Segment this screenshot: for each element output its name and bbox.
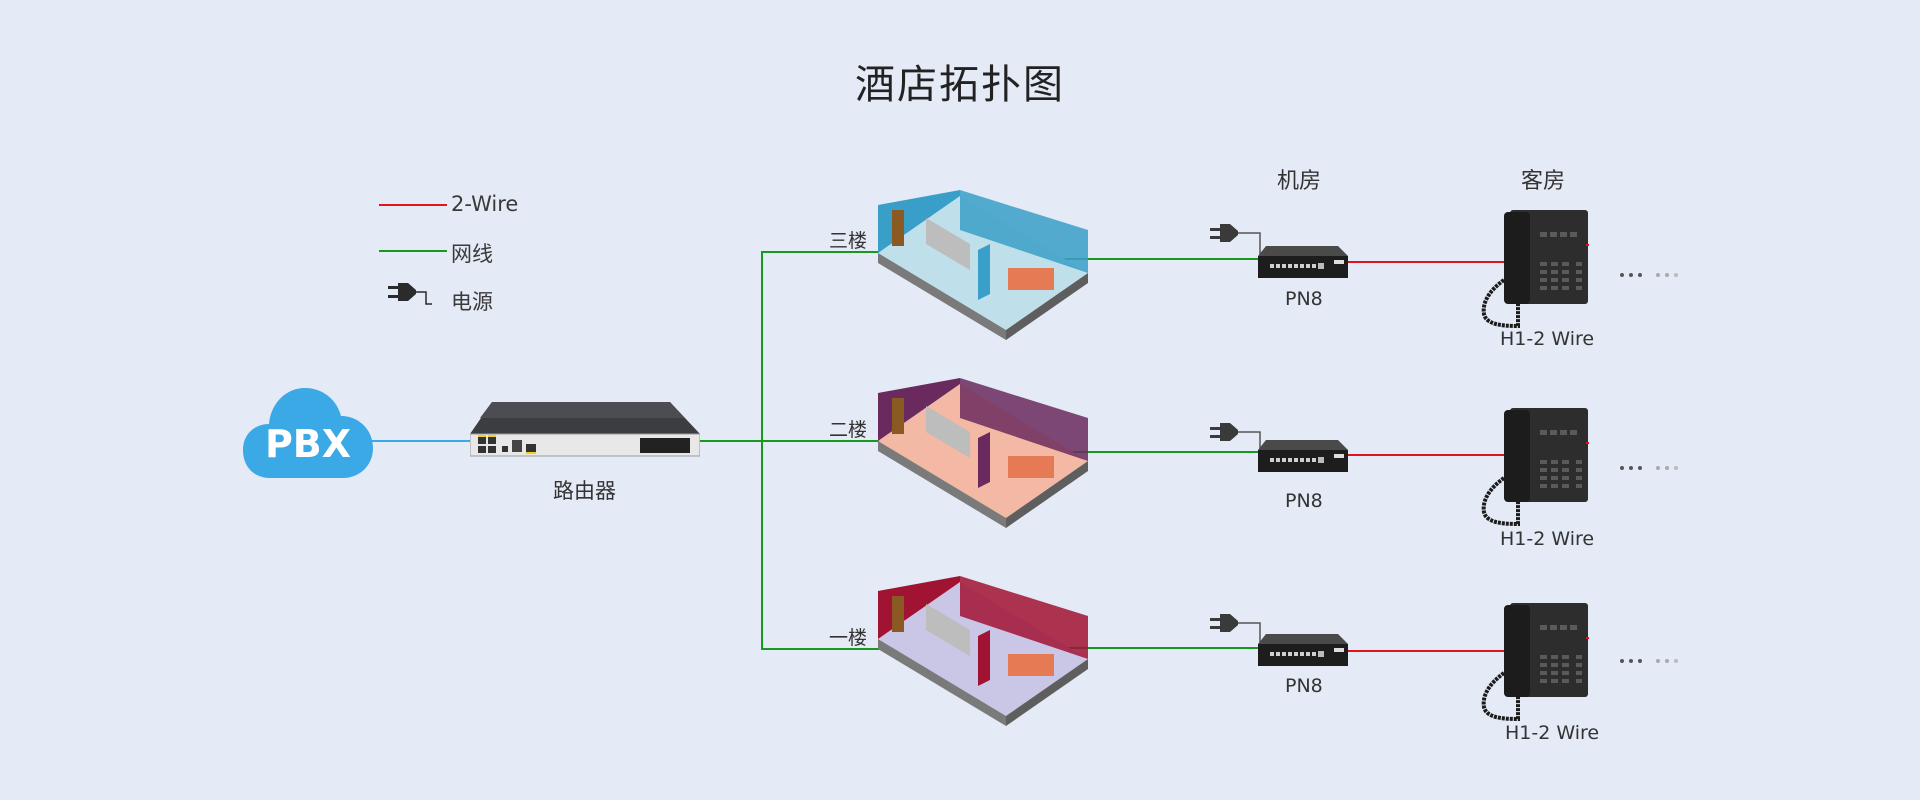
power-plug-icon <box>1210 612 1266 650</box>
router-icon <box>469 402 701 457</box>
pbx-label: PBX <box>264 422 352 466</box>
desk-phone-icon <box>1481 603 1589 722</box>
phone-label: H1-2 Wire <box>1505 722 1600 744</box>
floor-building[interactable] <box>878 378 1088 547</box>
h1-phone[interactable] <box>1480 408 1590 534</box>
more-ellipsis-icon <box>1620 262 1683 281</box>
legend-power-label: 电源 <box>451 290 493 314</box>
pn8-gateway[interactable] <box>1258 440 1348 478</box>
h1-phone[interactable] <box>1480 603 1590 729</box>
floor-label: 三楼 <box>829 230 868 252</box>
floor-building[interactable] <box>878 190 1088 359</box>
router-label: 路由器 <box>553 479 616 503</box>
router-device[interactable] <box>469 400 701 458</box>
gateway-label: PN8 <box>1285 490 1323 512</box>
server-room-heading: 机房 <box>1277 169 1322 194</box>
floor-building[interactable] <box>878 576 1088 745</box>
guest-room-heading: 客房 <box>1521 169 1566 194</box>
floor-label: 一楼 <box>829 627 868 649</box>
gateway-icon <box>1258 440 1348 472</box>
desk-phone-icon <box>1481 408 1589 527</box>
gateway-label: PN8 <box>1285 288 1323 310</box>
legend-two-wire-label: 2-Wire <box>451 192 519 216</box>
phone-label: H1-2 Wire <box>1500 328 1595 350</box>
power-plug-icon <box>1210 421 1266 459</box>
pn8-gateway[interactable] <box>1258 634 1348 672</box>
power-plug-icon <box>1210 222 1266 260</box>
legend-lan-label: 网线 <box>451 242 493 266</box>
more-ellipsis-icon <box>1620 455 1683 474</box>
pn8-gateway[interactable] <box>1258 246 1348 284</box>
cloud-icon <box>243 388 373 478</box>
h1-phone[interactable] <box>1480 210 1590 336</box>
power-plug-icon <box>388 280 438 312</box>
pbx-cloud[interactable]: PBX <box>243 384 373 480</box>
floor-label: 二楼 <box>829 419 868 441</box>
hotel-floor-icon <box>878 378 1088 528</box>
desk-phone-icon <box>1481 210 1589 329</box>
gateway-icon <box>1258 246 1348 278</box>
more-ellipsis-icon <box>1620 648 1683 667</box>
diagram-title: 酒店拓扑图 <box>855 62 1065 108</box>
phone-label: H1-2 Wire <box>1500 528 1595 550</box>
hotel-floor-icon <box>878 190 1088 340</box>
gateway-icon <box>1258 634 1348 666</box>
hotel-floor-icon <box>878 576 1088 726</box>
gateway-label: PN8 <box>1285 675 1323 697</box>
